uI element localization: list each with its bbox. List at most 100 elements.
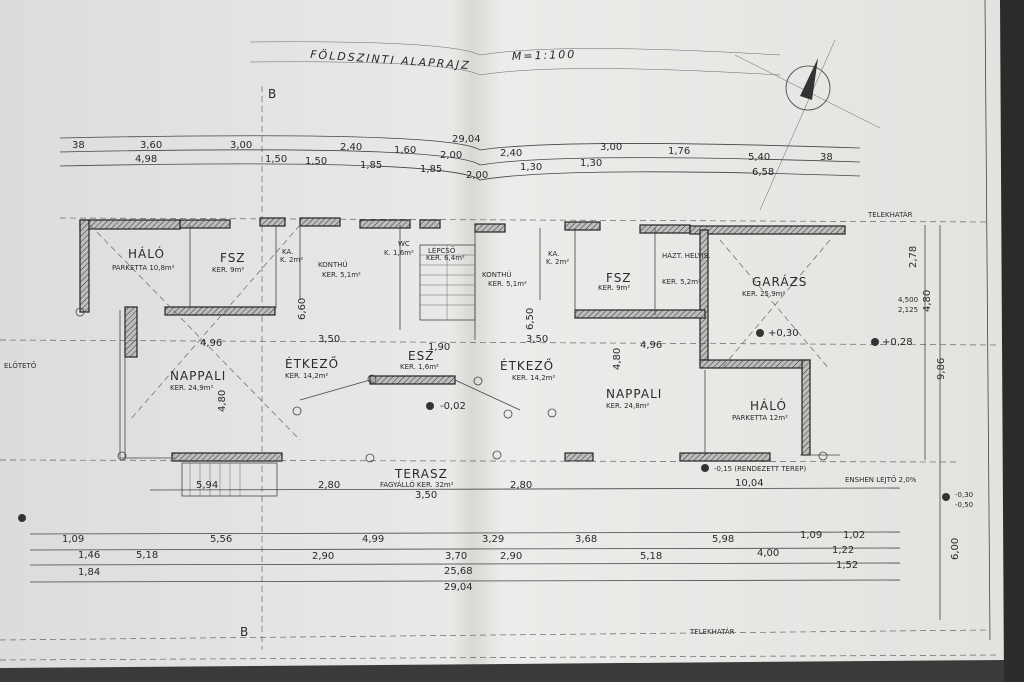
bottom-dimensions: 5,94 2,80 3,50 2,80 10,04 1,09 5,56 4,99…	[29, 478, 901, 593]
svg-text:1,30: 1,30	[520, 162, 542, 173]
svg-text:KER. 9m²: KER. 9m²	[212, 266, 244, 274]
svg-text:2,80: 2,80	[510, 480, 532, 491]
svg-text:4,00: 4,00	[757, 548, 779, 559]
walls	[79, 217, 846, 462]
svg-text:1,09: 1,09	[62, 534, 84, 545]
svg-text:2,40: 2,40	[340, 142, 362, 153]
property-line-bottom	[0, 629, 991, 641]
svg-text:K. 1,6m²: K. 1,6m²	[384, 249, 414, 257]
svg-text:1,46: 1,46	[78, 550, 100, 561]
svg-text:1,85: 1,85	[420, 164, 442, 175]
svg-text:TERASZ: TERASZ	[394, 467, 448, 481]
svg-text:5,94: 5,94	[196, 480, 218, 491]
svg-text:4,500: 4,500	[898, 296, 918, 304]
room-area: PARKETTA 10,8m²	[112, 264, 175, 272]
svg-text:KONTHÚ: KONTHÚ	[482, 270, 512, 279]
svg-text:5,18: 5,18	[640, 551, 662, 562]
svg-text:-0,15 (RENDEZETT TEREP): -0,15 (RENDEZETT TEREP)	[714, 465, 806, 473]
svg-text:FAGYÁLLÓ KER. 32m²: FAGYÁLLÓ KER. 32m²	[380, 480, 454, 489]
svg-text:1,52: 1,52	[836, 560, 858, 571]
svg-text:4,80: 4,80	[922, 290, 933, 312]
svg-text:K. 2m²: K. 2m²	[280, 256, 303, 264]
svg-text:6,50: 6,50	[525, 308, 536, 330]
svg-text:-0,30: -0,30	[955, 491, 973, 499]
svg-text:KER. 5,1m²: KER. 5,1m²	[488, 280, 527, 288]
svg-text:6,00: 6,00	[950, 538, 961, 560]
svg-text:38: 38	[72, 140, 85, 151]
svg-text:9,86: 9,86	[936, 358, 947, 380]
svg-text:TELEKHATÁR: TELEKHATÁR	[867, 210, 913, 219]
svg-text:3,50: 3,50	[415, 490, 437, 501]
svg-text:KER. 1,6m²: KER. 1,6m²	[400, 363, 439, 371]
svg-text:KER. 14,2m²: KER. 14,2m²	[285, 372, 328, 380]
section-mark-bottom: B	[240, 625, 248, 639]
svg-text:3,29: 3,29	[482, 534, 504, 545]
svg-text:ESZ: ESZ	[408, 349, 434, 363]
svg-text:4,80: 4,80	[612, 348, 623, 370]
svg-text:+0,30: +0,30	[768, 328, 799, 339]
svg-text:6,60: 6,60	[297, 298, 308, 320]
svg-text:KER. 6,4m²: KER. 6,4m²	[426, 254, 465, 262]
svg-text:2,00: 2,00	[466, 170, 488, 181]
svg-text:ELŐTETŐ: ELŐTETŐ	[4, 361, 37, 370]
svg-text:ENSHEN LEJTŐ 2,0%: ENSHEN LEJTŐ 2,0%	[845, 475, 917, 484]
svg-text:2,125: 2,125	[898, 306, 918, 314]
scale-text: M=1:100	[512, 48, 577, 63]
svg-text:KER. 5,1m²: KER. 5,1m²	[322, 271, 361, 279]
svg-text:KA.: KA.	[282, 248, 293, 256]
svg-text:1,90: 1,90	[428, 342, 450, 353]
svg-text:1,85: 1,85	[360, 160, 382, 171]
svg-text:38: 38	[820, 152, 833, 163]
svg-text:1,50: 1,50	[305, 156, 327, 167]
svg-text:3,00: 3,00	[230, 140, 252, 151]
svg-text:KER. 14,2m²: KER. 14,2m²	[512, 374, 555, 382]
svg-text:3,50: 3,50	[526, 334, 548, 345]
sheet-border	[0, 654, 1001, 661]
svg-text:3,50: 3,50	[318, 334, 340, 345]
svg-text:3,68: 3,68	[575, 534, 597, 545]
svg-text:2,00: 2,00	[440, 150, 462, 161]
svg-text:5,98: 5,98	[712, 534, 734, 545]
staircase	[181, 244, 476, 497]
svg-text:4,80: 4,80	[217, 390, 228, 412]
svg-text:PARKETTA 12m²: PARKETTA 12m²	[732, 414, 788, 422]
svg-text:6,58: 6,58	[752, 167, 774, 178]
svg-text:GARÁZS: GARÁZS	[752, 274, 807, 289]
svg-text:2,80: 2,80	[318, 480, 340, 491]
svg-text:1,30: 1,30	[580, 158, 602, 169]
svg-text:4,98: 4,98	[135, 154, 157, 165]
section-mark-top: B	[268, 87, 276, 101]
svg-text:WC: WC	[398, 240, 410, 248]
svg-text:FSZ: FSZ	[220, 251, 246, 265]
svg-text:ÉTKEZŐ: ÉTKEZŐ	[285, 356, 339, 371]
svg-text:KER. 24,8m²: KER. 24,8m²	[606, 402, 649, 410]
top-dimensions: 29,04 38 3,60 3,00 2,40 1,60 2,00 2,40 3…	[59, 134, 861, 181]
room-name: HÁLÓ	[128, 246, 165, 261]
svg-text:1,02: 1,02	[843, 530, 865, 541]
svg-text:4,96: 4,96	[200, 338, 222, 349]
svg-text:KER. 25,9m²: KER. 25,9m²	[742, 290, 785, 298]
svg-text:KER. 5,2m²: KER. 5,2m²	[662, 278, 701, 286]
svg-text:29,04: 29,04	[452, 134, 481, 145]
svg-text:3,70: 3,70	[445, 551, 467, 562]
svg-text:2,90: 2,90	[312, 551, 334, 562]
svg-text:1,22: 1,22	[832, 545, 854, 556]
svg-text:2,78: 2,78	[908, 246, 919, 268]
svg-text:HÁZT. HELYIS.: HÁZT. HELYIS.	[662, 251, 710, 260]
svg-text:K. 2m²: K. 2m²	[546, 258, 569, 266]
roof-lines	[0, 224, 1001, 463]
svg-text:LÉPCSŐ: LÉPCSŐ	[428, 246, 456, 255]
svg-text:1,76: 1,76	[668, 146, 690, 157]
svg-text:1,60: 1,60	[394, 145, 416, 156]
svg-text:5,56: 5,56	[210, 534, 232, 545]
svg-text:HÁLÓ: HÁLÓ	[750, 398, 787, 413]
svg-text:29,04: 29,04	[444, 582, 473, 593]
svg-text:3,60: 3,60	[140, 140, 162, 151]
svg-text:KER. 24,9m²: KER. 24,9m²	[170, 384, 213, 392]
svg-text:NAPPALI: NAPPALI	[606, 387, 662, 401]
svg-text:10,04: 10,04	[735, 478, 764, 489]
svg-text:+0,28: +0,28	[882, 337, 913, 348]
elevation-marks: -0,02 +0,30 +0,28 -0,15 (RENDEZETT TEREP…	[4, 328, 973, 522]
svg-text:3,00: 3,00	[600, 142, 622, 153]
